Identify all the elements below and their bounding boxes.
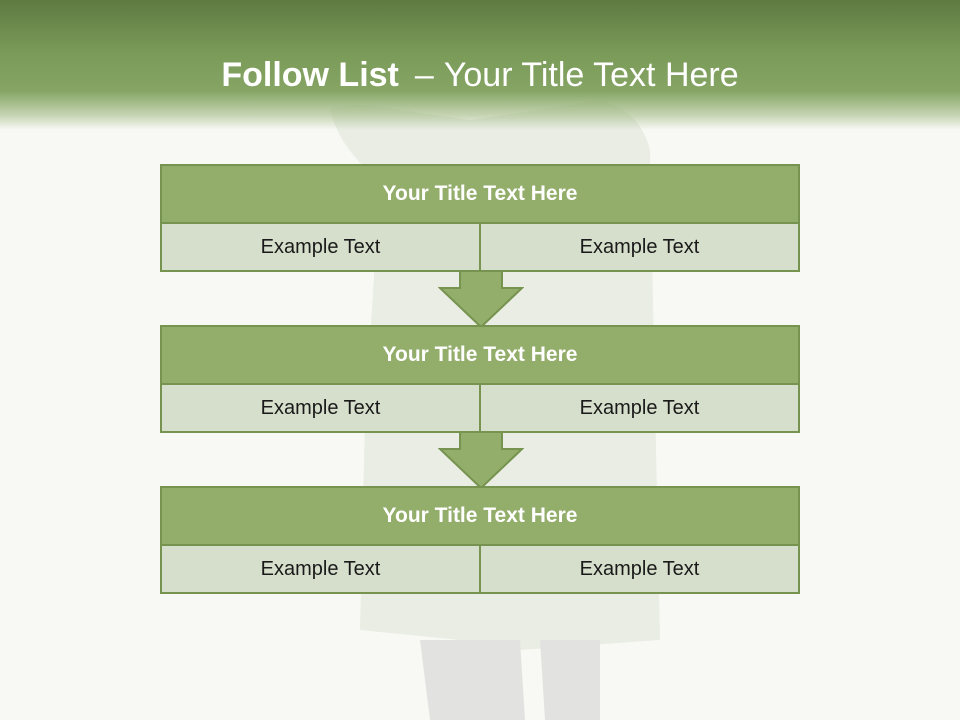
title-dash: – [414, 56, 434, 94]
cell-right: Example Text [579, 397, 700, 419]
block-title: Your Title Text Here [162, 166, 798, 224]
block-row: Example Text Example Text [162, 224, 798, 270]
cell-right: Example Text [579, 236, 700, 258]
block-title: Your Title Text Here [162, 488, 798, 546]
down-arrow-icon [438, 431, 524, 489]
block-row: Example Text Example Text [162, 546, 798, 592]
title-bold: Follow List [221, 56, 399, 94]
title-rest: Your Title Text Here [443, 56, 739, 94]
block-row: Example Text Example Text [162, 385, 798, 431]
list-block-1: Your Title Text Here Example Text Exampl… [160, 164, 800, 272]
down-arrow-icon [438, 270, 524, 328]
cell-left: Example Text [162, 224, 481, 270]
list-block-3: Your Title Text Here Example Text Exampl… [160, 486, 800, 594]
header-band [0, 0, 960, 130]
cell-left: Example Text [162, 546, 481, 592]
block-title: Your Title Text Here [162, 327, 798, 385]
list-block-2: Your Title Text Here Example Text Exampl… [160, 325, 800, 433]
cell-left: Example Text [162, 385, 481, 431]
page-title: Follow List–Your Title Text Here [0, 52, 960, 98]
cell-right: Example Text [579, 558, 700, 580]
